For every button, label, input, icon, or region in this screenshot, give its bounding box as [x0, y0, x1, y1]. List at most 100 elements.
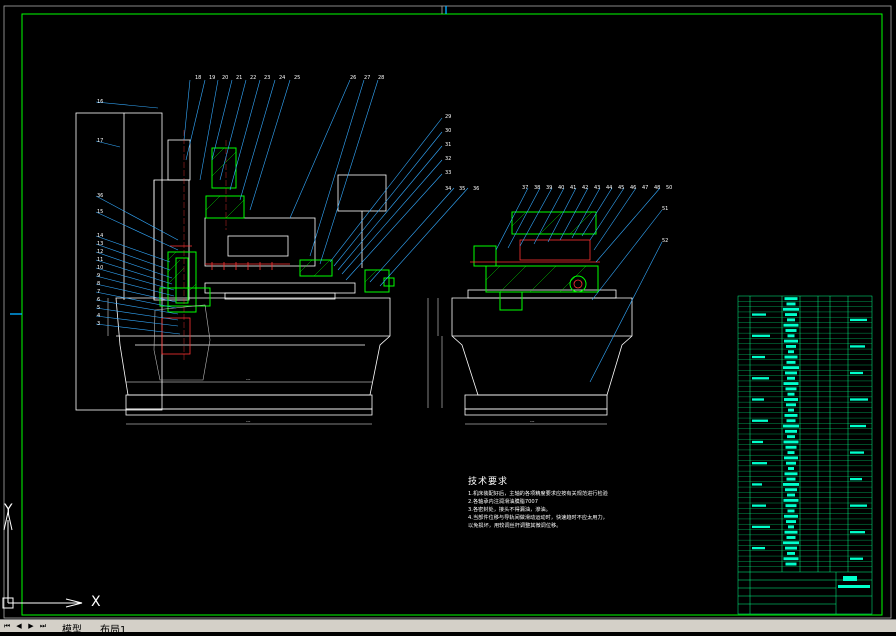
table-cell-mark [752, 462, 767, 465]
table-cell-mark [788, 525, 794, 529]
table-cell-mark [786, 477, 796, 481]
table-cell-mark [787, 509, 795, 513]
parts-list-cells [752, 297, 868, 566]
svg-text:20: 20 [222, 75, 228, 81]
tech-req-line: 4.当部件位移与导轨间做滑动运动时，快速趋时不应太用力， [468, 515, 608, 521]
table-cell-mark [785, 562, 797, 566]
table-cell-mark [786, 419, 796, 423]
table-cell-mark [783, 482, 799, 486]
svg-text:36: 36 [473, 186, 479, 192]
svg-text:---: --- [530, 419, 535, 424]
svg-text:31: 31 [445, 142, 451, 148]
side-view-parts [473, 211, 599, 311]
table-cell-mark [783, 323, 799, 327]
main-view-hatching [167, 147, 378, 291]
table-cell-mark [752, 355, 765, 359]
svg-text:6: 6 [97, 297, 100, 303]
svg-text:28: 28 [378, 75, 384, 81]
table-cell-mark [850, 318, 867, 322]
svg-text:32: 32 [445, 156, 451, 162]
sectional-blob [153, 304, 211, 381]
svg-text:51: 51 [662, 206, 668, 212]
table-cell-mark [752, 546, 765, 550]
table-cell-mark [784, 398, 798, 401]
table-cell-mark [784, 472, 798, 476]
table-cell-mark [783, 541, 799, 545]
svg-text:46: 46 [630, 185, 636, 191]
table-cell-mark [784, 297, 798, 301]
tab-layout1[interactable]: 布局1 [100, 625, 127, 636]
sheet-outer-frame [3, 5, 892, 619]
table-cell-mark [785, 371, 797, 375]
svg-text:10: 10 [97, 265, 103, 271]
table-cell-mark [787, 451, 795, 455]
last-tab-arrow-icon[interactable]: ⏭ [39, 622, 47, 630]
layout-tab-bar: ⏮ ◀ ▶ ⏭ 模型 布局1 [0, 619, 896, 636]
table-cell-mark [850, 424, 866, 428]
title-block [838, 576, 870, 588]
svg-text:37: 37 [522, 185, 528, 191]
table-cell-mark [784, 530, 798, 534]
table-cell-mark [850, 345, 865, 348]
table-cell-mark [783, 424, 799, 428]
next-tab-arrow-icon[interactable]: ▶ [28, 622, 34, 630]
table-cell-mark [752, 483, 762, 486]
table-cell-mark [786, 360, 796, 364]
leader-lines [95, 79, 663, 383]
table-cell-mark [783, 440, 799, 444]
table-cell-mark [788, 467, 794, 470]
tech-req-title: 技术要求 [468, 477, 509, 487]
table-cell-mark [850, 477, 862, 481]
svg-text:---: --- [246, 377, 251, 382]
svg-text:25: 25 [294, 75, 300, 81]
svg-text:9: 9 [97, 273, 100, 279]
table-cell-mark [787, 376, 795, 380]
table-cell-mark [783, 366, 799, 370]
prev-tab-arrow-icon[interactable]: ◀ [16, 622, 22, 630]
tech-req-line: 2.各轴承内注润滑油膜脂7007 [468, 499, 539, 505]
svg-text:27: 27 [364, 75, 370, 81]
table-cell-mark [787, 435, 795, 439]
table-cell-mark [785, 546, 797, 550]
svg-text:4: 4 [97, 313, 100, 319]
table-cell-mark [786, 344, 796, 348]
table-cell-mark [784, 456, 798, 460]
table-cell-mark [788, 408, 794, 412]
table-cell-mark [850, 398, 868, 401]
table-cell-mark [787, 551, 795, 555]
svg-text:45: 45 [618, 185, 624, 191]
table-cell-mark [783, 382, 799, 386]
table-cell-mark [785, 387, 797, 391]
svg-text:35: 35 [459, 186, 465, 192]
table-cell-mark [783, 557, 799, 561]
main-view-parts [159, 147, 395, 313]
svg-text:---: --- [246, 419, 251, 424]
svg-text:21: 21 [236, 75, 242, 81]
table-cell-mark [786, 520, 796, 524]
svg-text:34: 34 [445, 186, 451, 192]
svg-text:43: 43 [594, 185, 600, 191]
svg-text:26: 26 [350, 75, 356, 81]
svg-text:24: 24 [279, 75, 285, 81]
svg-text:48: 48 [654, 185, 660, 191]
svg-text:41: 41 [570, 185, 576, 191]
table-cell-mark [752, 334, 770, 337]
svg-text:18: 18 [195, 75, 201, 81]
first-tab-arrow-icon[interactable]: ⏮ [3, 622, 11, 630]
technical-requirements: 技术要求 1.机床装配好后，主轴的各项精度要求应按有关规范进行检验 2.各轴承内… [468, 474, 728, 530]
tab-model[interactable]: 模型 [62, 625, 82, 636]
svg-text:36: 36 [97, 193, 103, 199]
table-cell-mark [785, 504, 797, 508]
svg-text:7: 7 [97, 289, 100, 295]
svg-text:29: 29 [445, 114, 451, 120]
svg-text:30: 30 [445, 128, 451, 134]
table-cell-mark [785, 329, 797, 332]
table-cell-mark [785, 445, 797, 449]
table-cell-mark [788, 350, 794, 354]
table-cell-mark [752, 525, 770, 529]
table-cell-mark [784, 339, 798, 343]
side-view [451, 289, 633, 416]
table-cell-mark [787, 318, 795, 322]
